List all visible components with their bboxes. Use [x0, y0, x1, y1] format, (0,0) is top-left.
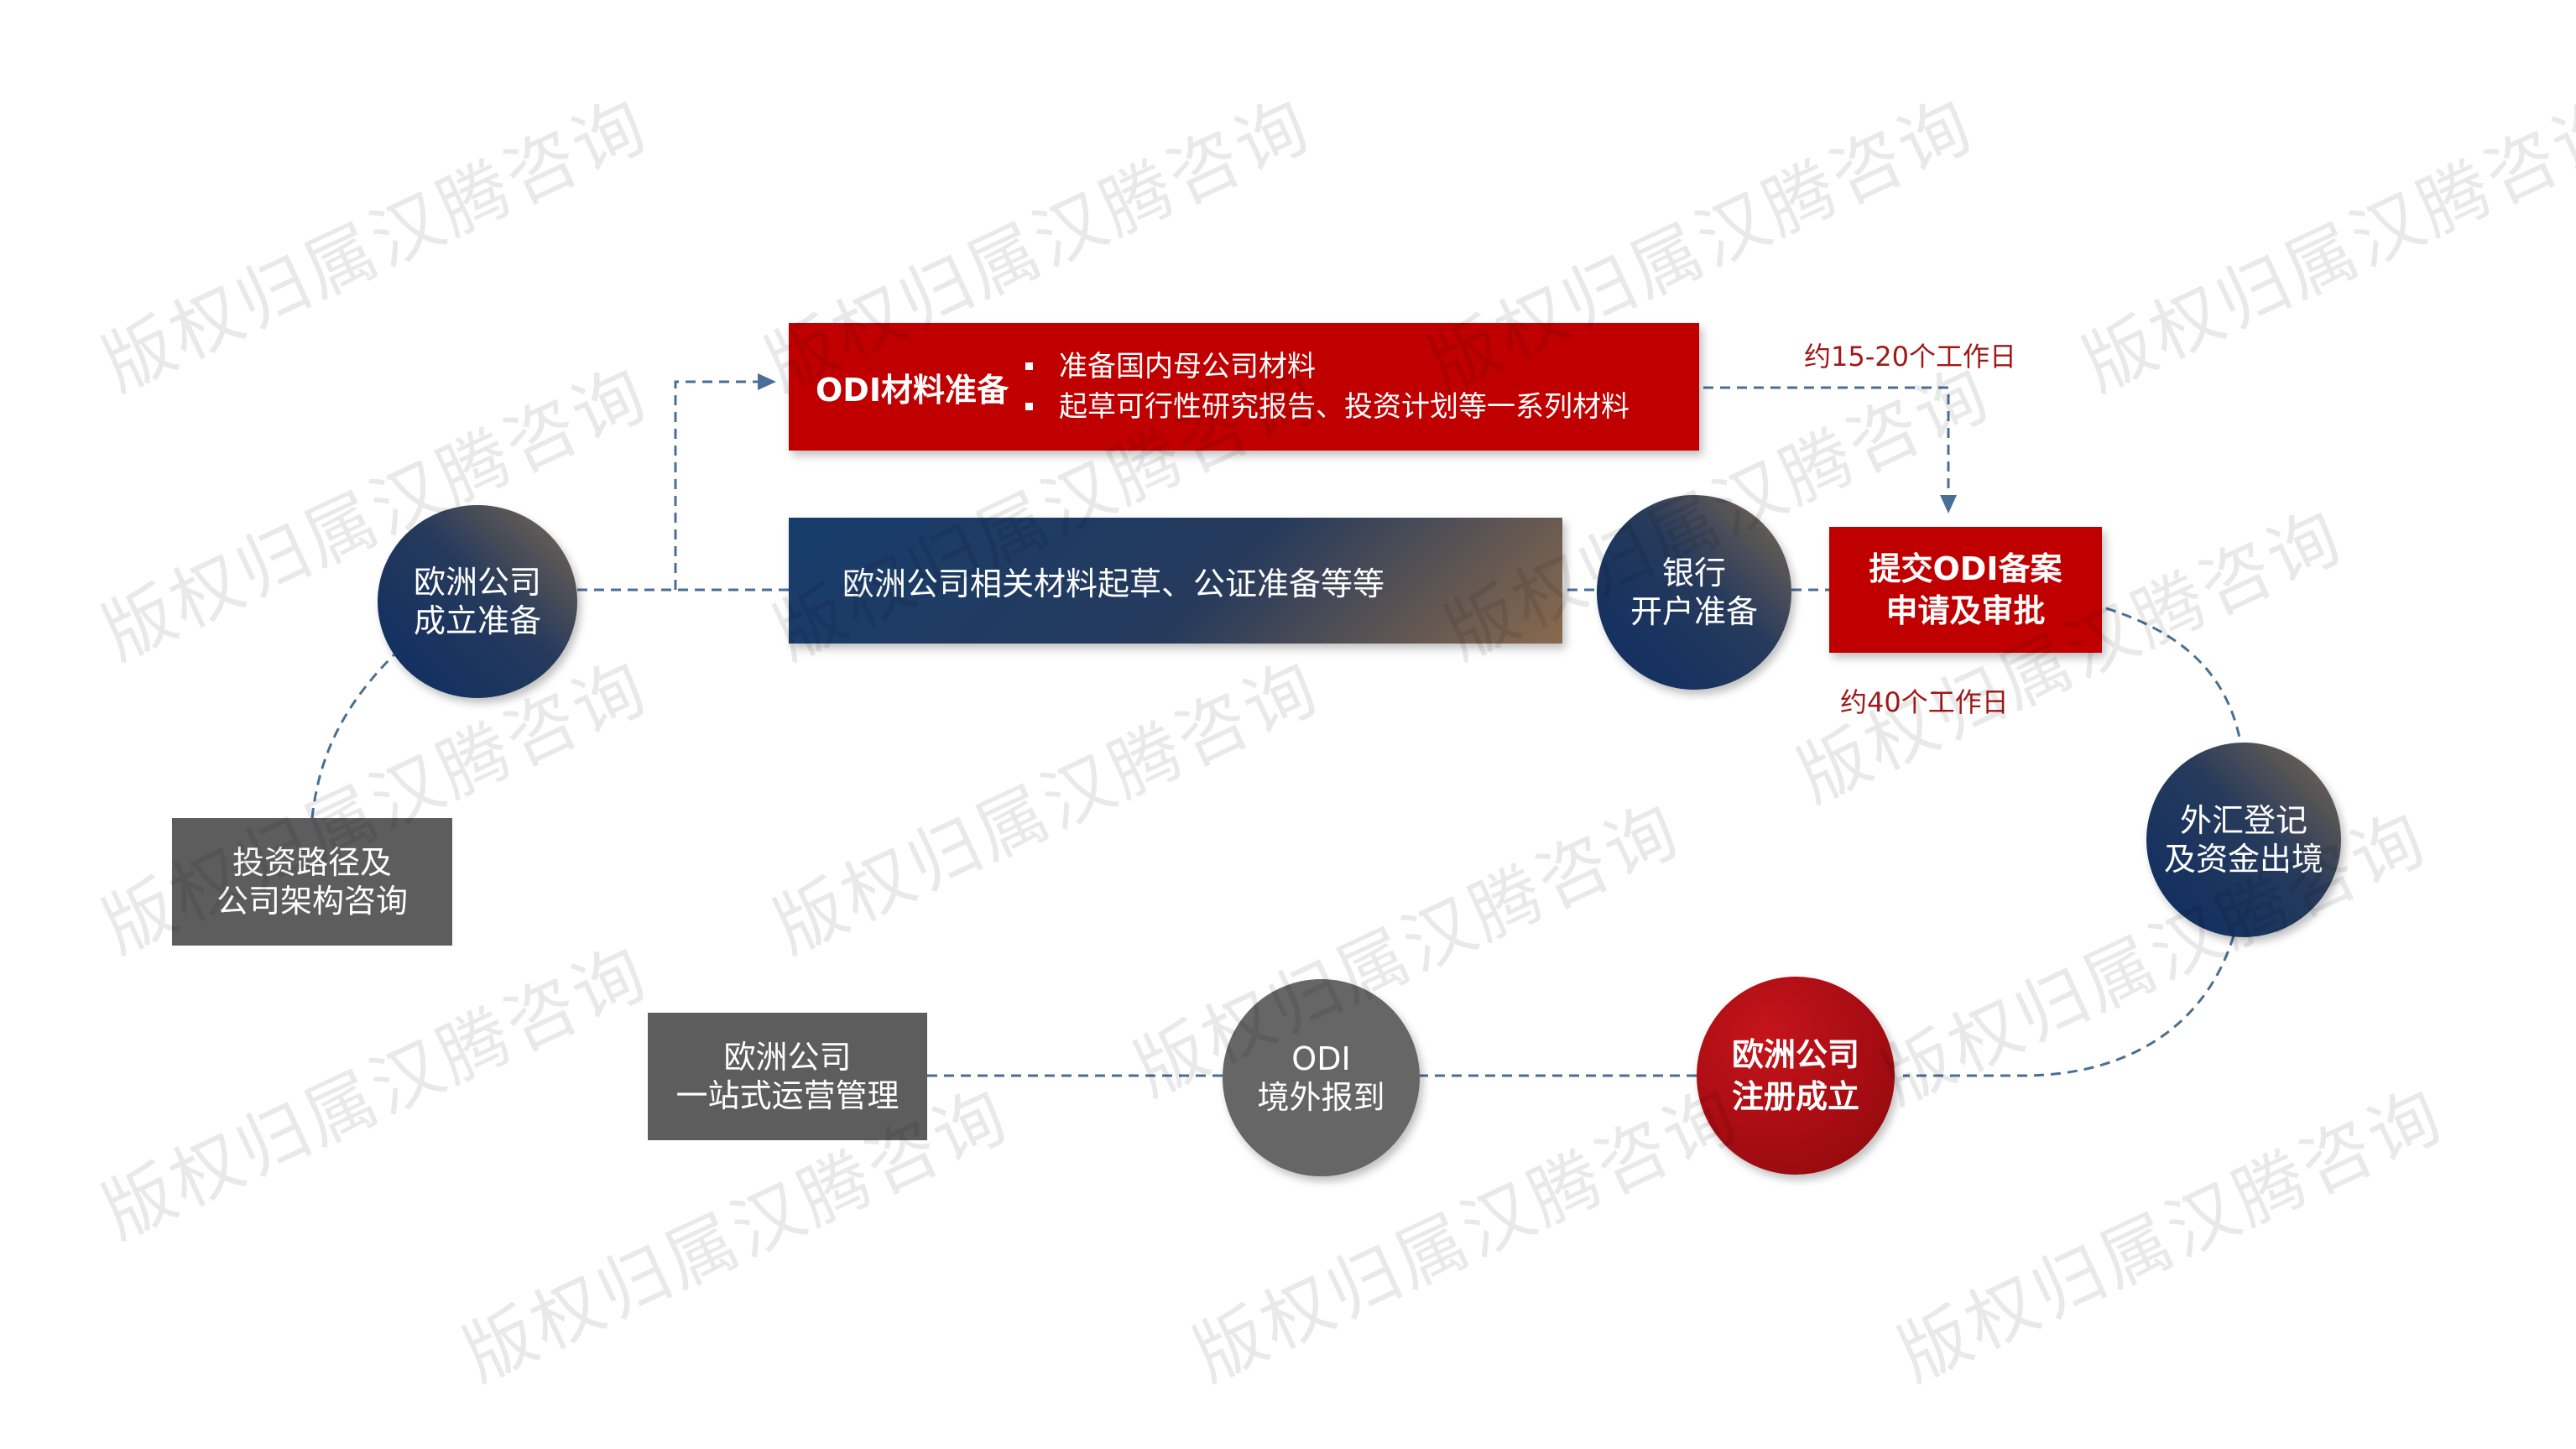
connector-filing-to-fx	[2105, 607, 2244, 752]
odi-material-list: 准备国内母公司材料 起草可行性研究报告、投资计划等一系列材料	[1025, 347, 1630, 427]
step-odi-filing-approval: 提交ODI备案 申请及审批	[1829, 527, 2102, 653]
connector-branch-to-odi	[674, 380, 759, 590]
arrowhead-to-filing	[1940, 495, 1957, 513]
step-fx-registration: 外汇登记 及资金出境	[2146, 743, 2341, 937]
step-structure-consulting-label: 投资路径及 公司架构咨询	[216, 844, 408, 920]
step-bank-account-prep-label: 银行 开户准备	[1630, 555, 1758, 630]
note-approval-duration: 约40个工作日	[1840, 686, 2009, 718]
step-eu-company-setup-prep-label: 欧洲公司 成立准备	[413, 564, 541, 639]
step-bank-account-prep: 银行 开户准备	[1597, 495, 1791, 690]
step-odi-overseas-report-label: ODI 境外报到	[1257, 1040, 1385, 1116]
connector-odi-to-filing	[1703, 386, 1950, 495]
step-structure-consulting: 投资路径及 公司架构咨询	[172, 818, 452, 946]
step-eu-company-registered-label: 欧洲公司 注册成立	[1731, 1036, 1859, 1115]
step-one-stop-operation: 欧洲公司 一站式运营管理	[648, 1013, 927, 1140]
step-odi-material-prep: ODI材料准备 准备国内母公司材料 起草可行性研究报告、投资计划等一系列材料	[789, 323, 1699, 451]
odi-material-item: 准备国内母公司材料	[1025, 347, 1630, 387]
step-eu-document-drafting: 欧洲公司相关材料起草、公证准备等等	[789, 518, 1562, 644]
arrowhead-to-odi	[758, 373, 776, 390]
odi-material-prep-title: ODI材料准备	[816, 371, 1009, 409]
step-odi-filing-approval-label: 提交ODI备案 申请及审批	[1869, 550, 2062, 629]
step-eu-company-setup-prep: 欧洲公司 成立准备	[378, 505, 577, 698]
note-odi-prep-duration: 约15-20个工作日	[1804, 341, 2016, 373]
step-eu-document-drafting-label: 欧洲公司相关材料起草、公证准备等等	[842, 565, 1385, 602]
step-fx-registration-label: 外汇登记 及资金出境	[2163, 802, 2323, 878]
step-odi-overseas-report: ODI 境外报到	[1223, 979, 1420, 1176]
odi-material-item: 起草可行性研究报告、投资计划等一系列材料	[1025, 387, 1630, 427]
step-one-stop-operation-label: 欧洲公司 一站式运营管理	[675, 1039, 900, 1114]
step-eu-company-registered: 欧洲公司 注册成立	[1697, 977, 1895, 1175]
connector-consult-to-setup	[310, 653, 396, 819]
connector-fx-to-registered	[1903, 935, 2235, 1077]
